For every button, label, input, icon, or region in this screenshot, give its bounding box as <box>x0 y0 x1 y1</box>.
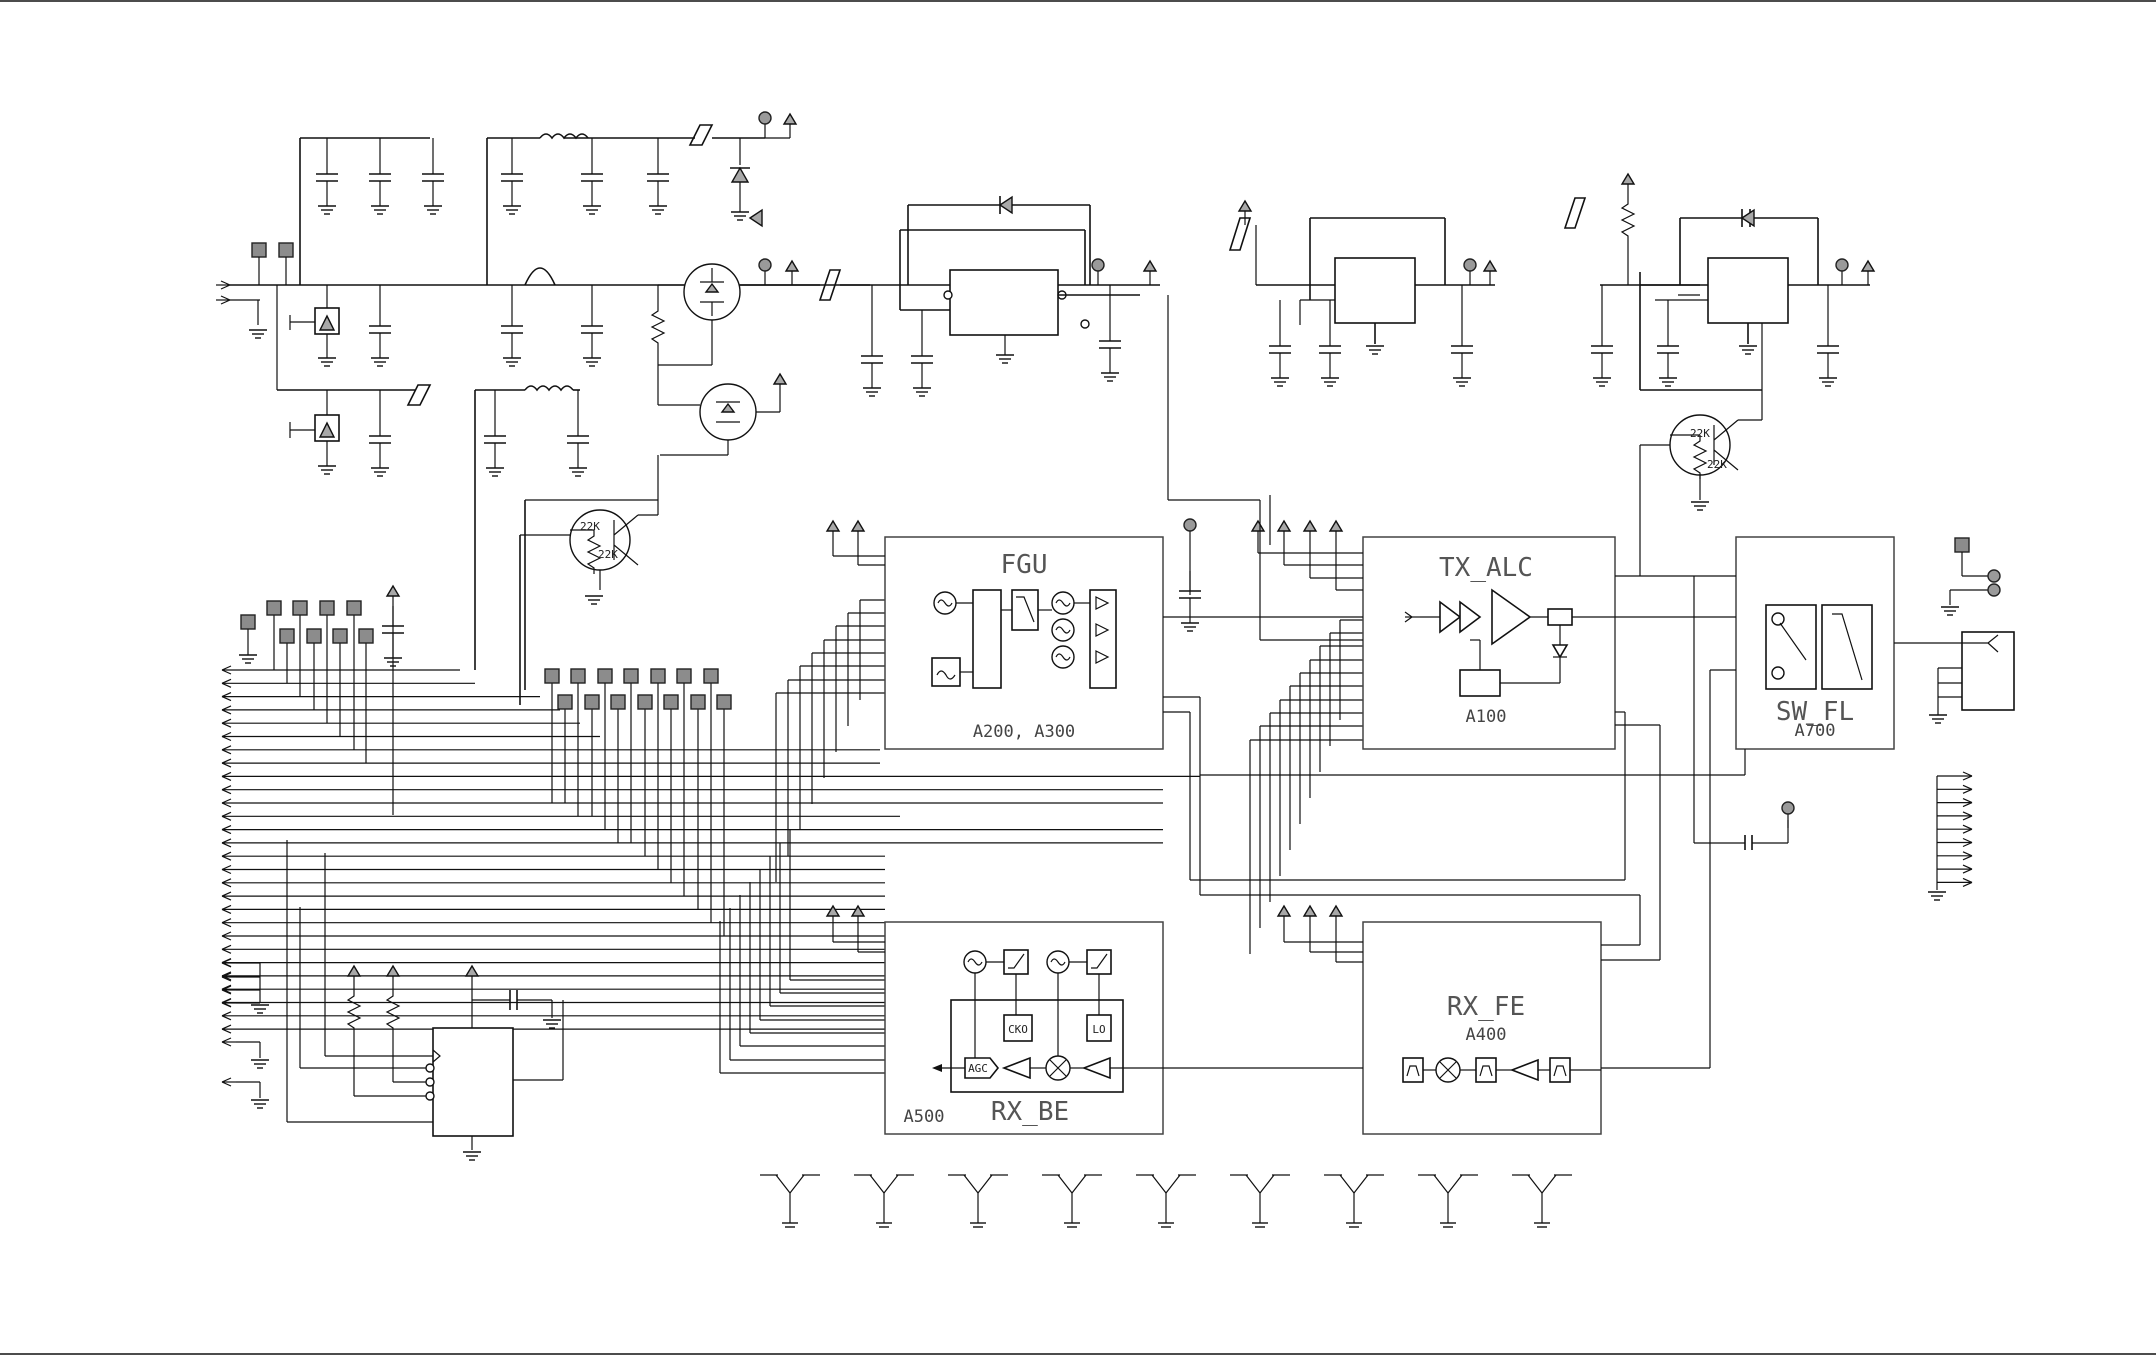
antenna-connector <box>1927 537 2015 901</box>
fuse-loop <box>524 267 556 286</box>
zener-diode-1 <box>730 166 750 183</box>
regulator-ic-3 <box>1707 257 1789 324</box>
ferrite-bead-5 <box>1563 197 1587 229</box>
fgu-subtitle: A200, A300 <box>973 722 1075 742</box>
mid-pads <box>544 668 732 710</box>
module-rx-fe: RX_FE A400 <box>1163 669 1736 1135</box>
diode-d3 <box>1740 208 1755 228</box>
diode-d2 <box>748 208 763 228</box>
transistor-q3 <box>569 509 631 571</box>
power-input-section <box>215 111 870 670</box>
cko-label: CKO <box>1008 1023 1028 1036</box>
rx-fe-block <box>1362 921 1602 1135</box>
control-ic <box>432 1027 514 1137</box>
diode-d1 <box>998 195 1013 215</box>
inductor-l2 <box>524 385 574 392</box>
left-connector-bus <box>221 599 1973 1074</box>
fgu-title: FGU <box>1001 550 1048 580</box>
ferrite-bead-2 <box>406 384 432 406</box>
rf-connector <box>1961 631 2015 711</box>
module-sw-fl: SW_FL A700 <box>1735 536 1895 750</box>
module-power-markers <box>826 518 1363 963</box>
tx-alc-title: TX_ALC <box>1439 553 1533 583</box>
regulator-2 <box>748 173 1763 391</box>
regulator-1 <box>860 195 1160 397</box>
rx-be-subtitle: A500 <box>904 1107 945 1127</box>
bottom-ground-symbols <box>759 1174 1573 1228</box>
ferrite-bead-3 <box>818 269 842 301</box>
regulator-ic-2 <box>1334 257 1416 324</box>
rx-fe-subtitle: A400 <box>1466 1025 1507 1045</box>
agc-label: AGC <box>968 1062 988 1075</box>
module-rx-be: RX_BE A500 CKO LO AGC <box>884 921 1164 1135</box>
inter-module-wiring <box>1163 295 1930 961</box>
sw-fl-subtitle: A700 <box>1795 721 1836 741</box>
left-lower-arrows <box>221 958 270 1109</box>
left-pads <box>238 585 405 815</box>
resistor-label-r1a: 22K <box>580 520 600 533</box>
resistor-label-r2b: 22K <box>1707 458 1727 471</box>
module-fgu: FGU A200, A300 <box>884 536 1164 750</box>
ferrite-bead-4 <box>1228 217 1252 251</box>
module-tx-alc: TX_ALC A100 <box>1362 536 1616 750</box>
regulator-ic-1 <box>949 269 1059 336</box>
tx-alc-subtitle: A100 <box>1466 707 1507 727</box>
right-arrow-connectors <box>1927 776 1947 901</box>
transistor-q3-group: 22K 22K <box>519 500 659 705</box>
resistor-label-r1b: 22K <box>598 548 618 561</box>
rx-be-title: RX_BE <box>991 1097 1069 1127</box>
tx-alc-block <box>1362 536 1616 750</box>
control-ic-group <box>286 840 564 1161</box>
regulator-2-right: 22K 22K <box>1639 208 1875 576</box>
sw-fl-title: SW_FL <box>1776 697 1854 727</box>
lo-label: LO <box>1092 1023 1105 1036</box>
resistor-label-r2a: 22K <box>1690 427 1710 440</box>
rx-fe-title: RX_FE <box>1447 992 1525 1022</box>
ferrite-bead-1 <box>688 124 714 146</box>
